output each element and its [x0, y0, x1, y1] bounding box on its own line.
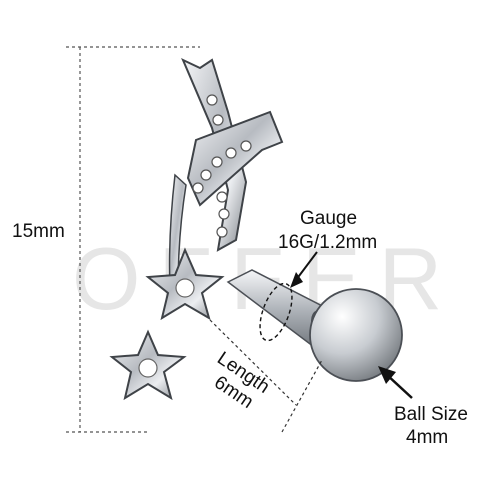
height-dimension [66, 46, 200, 433]
gemstones [192, 94, 252, 238]
ball-size-value: 4mm [406, 427, 449, 448]
ball-size-arrow [378, 366, 413, 399]
gauge-title: Gauge [300, 208, 358, 229]
ball-size-title: Ball Size [394, 404, 468, 425]
length-dimension [209, 319, 323, 433]
gauge-marker [259, 251, 318, 342]
upper-star [145, 247, 225, 321]
gauge-value: 16G/1.2mm [278, 232, 378, 253]
ball-end [309, 288, 403, 382]
height-label: 15mm [12, 221, 65, 242]
lower-star [109, 329, 187, 401]
